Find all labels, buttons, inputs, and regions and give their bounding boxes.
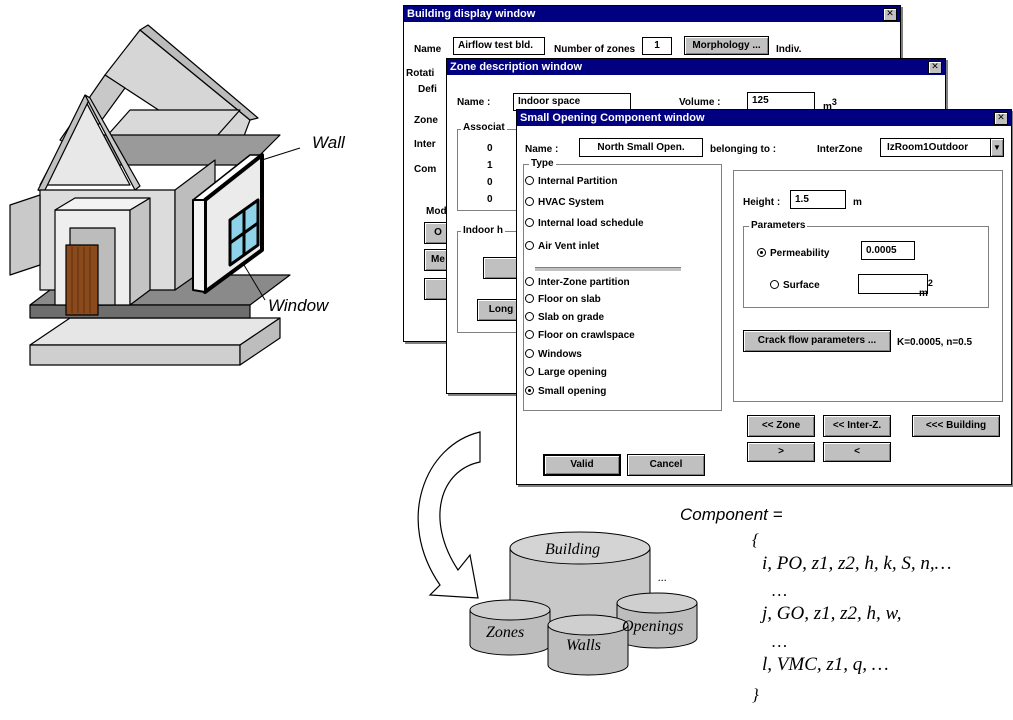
nav-zone-button[interactable]: << Zone — [747, 415, 815, 437]
zone-label: Zone — [414, 115, 438, 126]
parameters-group — [743, 226, 989, 308]
properties-panel — [733, 170, 1003, 402]
interzone-label: InterZone — [817, 144, 863, 155]
surface-radio[interactable]: Surface — [770, 280, 820, 291]
belonging-label: belonging to : — [710, 144, 777, 155]
nav-interzone-button[interactable]: << Inter-Z. — [823, 415, 891, 437]
height-field[interactable]: 1.5 — [790, 190, 846, 209]
component-label: Com — [414, 164, 437, 175]
opening-name-field[interactable]: North Small Open. — [579, 138, 703, 157]
permeability-radio[interactable]: Permeability — [757, 248, 829, 259]
rotation-label: Rotati — [406, 68, 435, 79]
zones-count-label: Number of zones — [554, 44, 636, 55]
building-window-titlebar[interactable]: Building display window — [404, 6, 900, 22]
volume-unit: m3 — [823, 97, 837, 113]
opening-window-titlebar[interactable]: Small Opening Component window — [517, 110, 1011, 126]
assoc-value-0: 0 — [487, 143, 493, 154]
volume-field[interactable]: 125 — [747, 92, 815, 110]
type-group — [523, 164, 722, 411]
type-radio-hvac[interactable]: HVAC System — [525, 197, 604, 208]
wall-label: Wall — [312, 133, 345, 152]
nav-next-button[interactable]: > — [747, 442, 815, 462]
indoor-label: Indoor h — [461, 225, 505, 236]
volume-label: Volume : — [679, 97, 721, 108]
definition-label: Defi — [418, 84, 437, 95]
assoc-value-2: 0 — [487, 177, 493, 188]
close-icon[interactable]: ✕ — [994, 112, 1008, 125]
type-separator — [535, 267, 681, 272]
db-zones-label: Zones — [486, 624, 525, 641]
zone-name-label: Name : — [457, 97, 491, 108]
surface-unit: m2 — [919, 278, 933, 299]
type-radio-small-opening[interactable]: Small opening — [525, 386, 606, 397]
surface-exponent: 2 — [927, 278, 933, 288]
type-radio-internal-load[interactable]: Internal load schedule — [525, 218, 644, 229]
db-openings-label: Openings — [622, 618, 684, 635]
volume-exponent: 3 — [831, 97, 837, 107]
permeability-field[interactable]: 0.0005 — [861, 241, 915, 260]
crack-flow-button[interactable]: Crack flow parameters ... — [743, 330, 891, 352]
component-header: Component = — [680, 505, 783, 524]
chevron-down-icon[interactable]: ▼ — [990, 138, 1004, 157]
db-walls-label: Walls — [566, 637, 601, 654]
component-open-brace: { — [752, 530, 759, 549]
indiv-text: Indiv. — [776, 44, 802, 55]
type-radio-internal-partition[interactable]: Internal Partition — [525, 176, 617, 187]
close-icon[interactable]: ✕ — [928, 61, 942, 74]
model-label: Mod — [426, 206, 447, 217]
db-ellipsis: ... — [658, 570, 667, 584]
long-button[interactable]: Long — [477, 299, 525, 321]
component-dots-1: … — [772, 581, 788, 600]
type-radio-floor-slab[interactable]: Floor on slab — [525, 294, 601, 305]
type-label: Type — [529, 158, 556, 169]
component-dots-2: … — [772, 632, 788, 651]
close-icon[interactable]: ✕ — [883, 8, 897, 21]
interzone-select[interactable]: IzRoom1Outdoor — [880, 138, 992, 157]
assoc-value-1: 1 — [487, 160, 493, 171]
type-radio-crawlspace[interactable]: Floor on crawlspace — [525, 330, 635, 341]
nav-prev-button[interactable]: < — [823, 442, 891, 462]
component-line-2: j, GO, z1, z2, h, w, — [762, 603, 902, 624]
component-line-1: i, PO, z1, z2, h, k, S, n,… — [762, 553, 952, 574]
cancel-button[interactable]: Cancel — [627, 454, 705, 476]
zone-window-titlebar[interactable]: Zone description window — [447, 59, 945, 75]
opening-name-label: Name : — [525, 144, 559, 155]
surface-field[interactable] — [858, 274, 928, 294]
window-label: Window — [268, 296, 329, 315]
valid-button[interactable]: Valid — [543, 454, 621, 476]
type-radio-inter-zone[interactable]: Inter-Zone partition — [525, 277, 630, 288]
height-unit: m — [853, 197, 862, 208]
inter-label: Inter — [414, 139, 436, 150]
db-building-label: Building — [545, 541, 601, 558]
nav-building-button[interactable]: <<< Building — [912, 415, 1000, 437]
type-radio-windows[interactable]: Windows — [525, 349, 582, 360]
crack-flow-text: K=0.0005, n=0.5 — [897, 337, 973, 348]
associated-label: Associat — [461, 122, 507, 133]
type-radio-air-vent[interactable]: Air Vent inlet — [525, 241, 599, 252]
component-line-3: l, VMC, z1, q, … — [762, 654, 889, 675]
zones-count-field[interactable]: 1 — [642, 37, 672, 55]
parameters-label: Parameters — [749, 220, 808, 231]
building-name-field[interactable]: Airflow test bld. — [453, 37, 545, 55]
height-label: Height : — [743, 197, 781, 208]
type-radio-large-opening[interactable]: Large opening — [525, 367, 607, 378]
small-opening-window: Small Opening Component window ✕ Name : … — [516, 109, 1012, 485]
component-close-brace: } — [752, 685, 759, 704]
type-radio-slab-grade[interactable]: Slab on grade — [525, 312, 604, 323]
building-name-label: Name — [414, 44, 442, 55]
assoc-value-3: 0 — [487, 194, 493, 205]
morphology-button[interactable]: Morphology ... — [684, 36, 769, 55]
